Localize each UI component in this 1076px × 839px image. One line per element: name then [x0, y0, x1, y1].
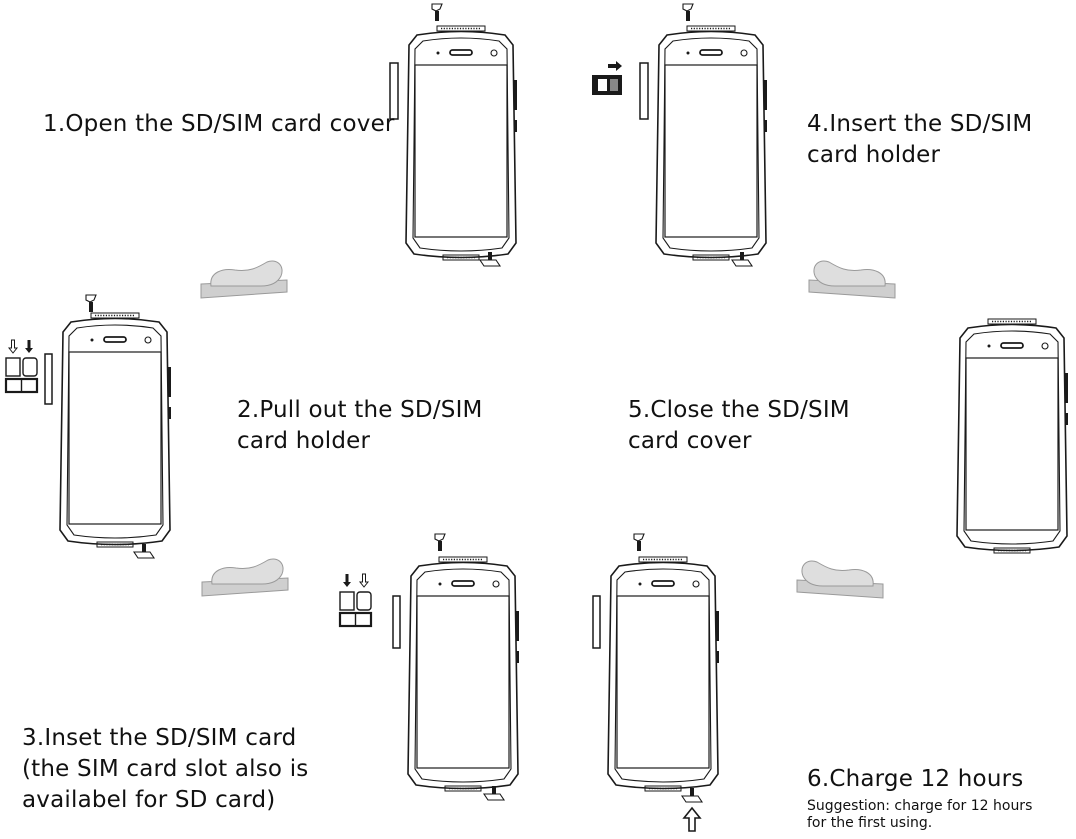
- step-2-label: 2.Pull out the SD/SIM card holder: [237, 395, 483, 457]
- cover-flap-icon: [682, 788, 702, 802]
- sd-sim-card-icon: [340, 592, 371, 626]
- step-6-note: Suggestion: charge for 12 hours for the …: [807, 798, 1032, 832]
- cover-flap-icon: [134, 544, 154, 558]
- card-holder-icon: [592, 75, 622, 95]
- step-6-label: 6.Charge 12 hours: [807, 764, 1023, 795]
- phone-step-2-icon: [45, 313, 171, 547]
- cover-flap-icon: [634, 534, 644, 551]
- step-4-label: 4.Insert the SD/SIM card holder: [807, 109, 1032, 171]
- step-1-label: 1.Open the SD/SIM card cover: [43, 109, 395, 140]
- pointing-hand-icon: [201, 261, 287, 298]
- insert-arrow-icon: [608, 61, 622, 71]
- pointing-hand-icon: [797, 561, 883, 598]
- phone-step-3-icon: [393, 557, 519, 791]
- charge-up-arrow-icon: [684, 808, 700, 831]
- insert-arrow-icon: [360, 574, 368, 587]
- cover-flap-icon: [435, 534, 445, 551]
- insert-arrow-icon: [9, 340, 17, 353]
- phone-step-5-icon: [957, 319, 1068, 553]
- insert-arrow-icon: [343, 574, 351, 587]
- cover-flap-icon: [683, 4, 693, 21]
- phone-step-4-icon: [640, 26, 767, 260]
- insert-arrow-icon: [25, 340, 33, 353]
- cover-flap-icon: [432, 4, 442, 21]
- step-5-label: 5.Close the SD/SIM card cover: [628, 395, 850, 457]
- step-3-label: 3.Inset the SD/SIM card (the SIM card sl…: [22, 723, 308, 816]
- phone-step-6-icon: [593, 557, 719, 791]
- pointing-hand-icon: [202, 559, 288, 596]
- sd-sim-card-icon: [6, 358, 37, 392]
- cover-flap-icon: [86, 295, 96, 312]
- pointing-hand-icon: [809, 261, 895, 298]
- phone-step-1-icon: [390, 26, 517, 260]
